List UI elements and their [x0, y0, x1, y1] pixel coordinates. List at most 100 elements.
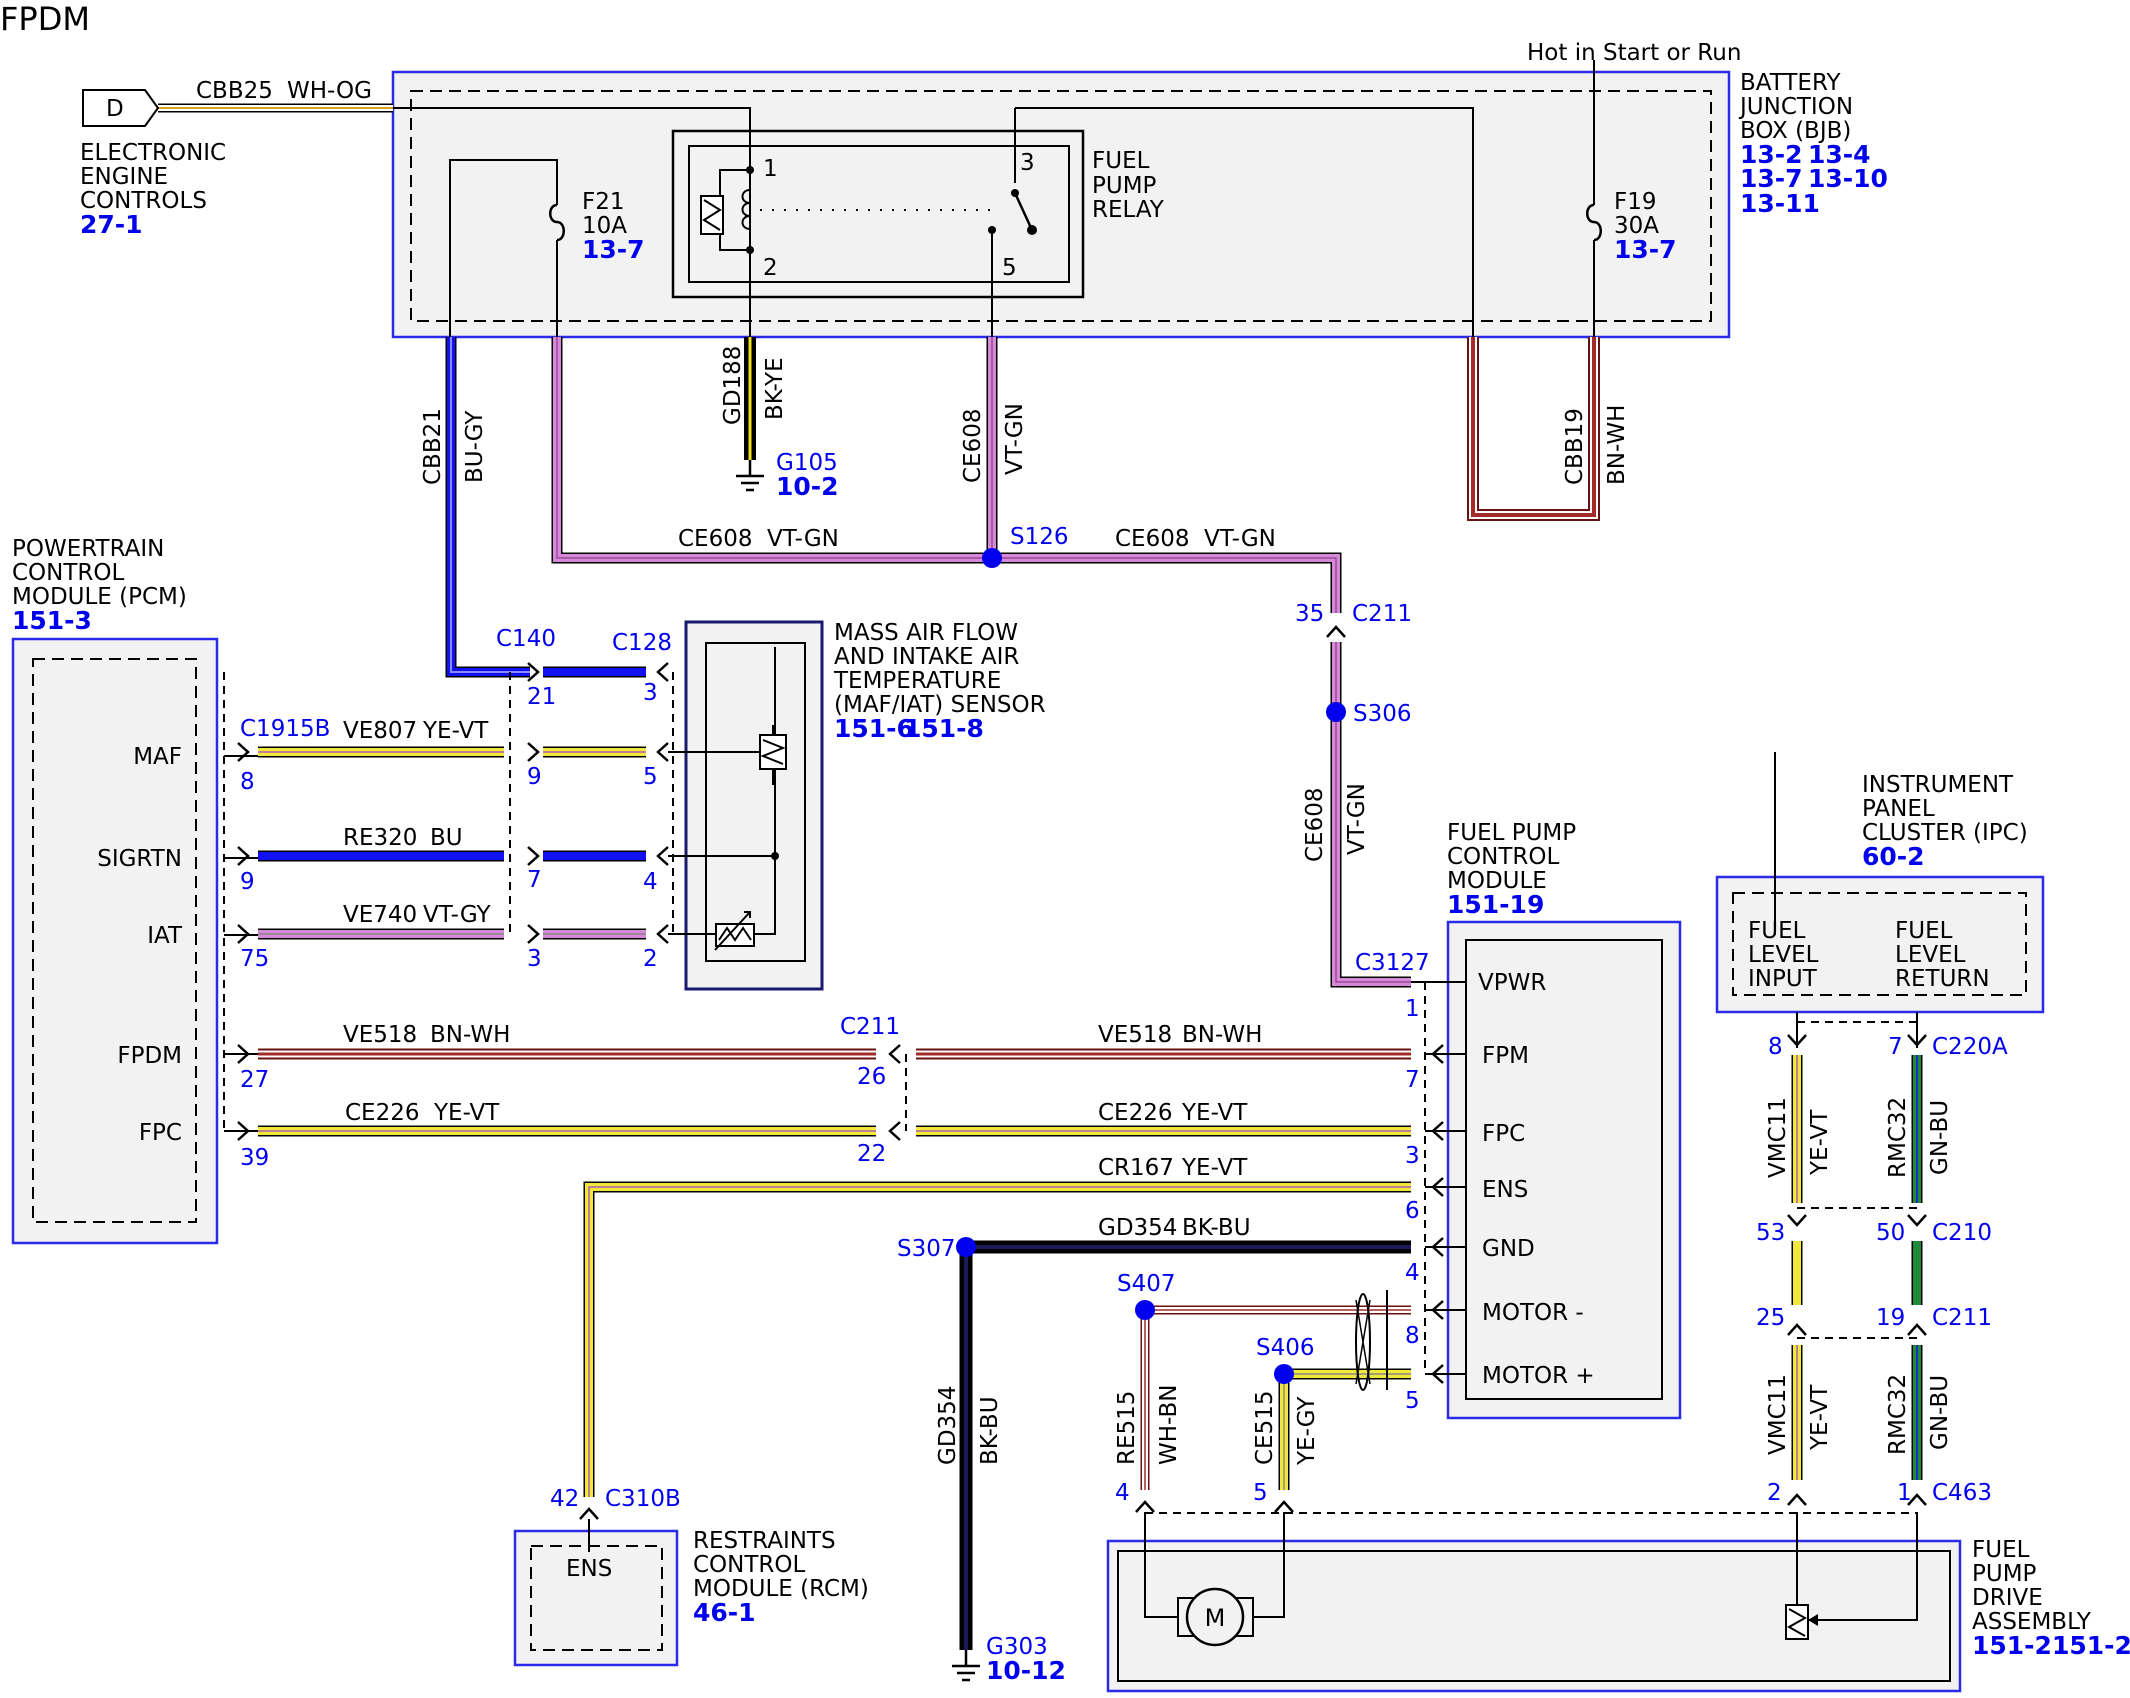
svg-text:2: 2: [643, 946, 658, 972]
svg-text:27-1: 27-1: [80, 210, 143, 239]
svg-text:YE-VT: YE-VT: [1181, 1100, 1248, 1126]
bjb-label: BATTERY JUNCTION BOX (BJB) 13-2 13-4 13-…: [1738, 70, 1888, 218]
relay-box: [671, 129, 1085, 299]
svg-text:AND INTAKE AIR: AND INTAKE AIR: [834, 644, 1019, 670]
svg-text:IAT: IAT: [147, 923, 183, 949]
svg-text:F21: F21: [582, 189, 625, 215]
svg-text:7: 7: [1888, 1034, 1903, 1060]
svg-text:MOTOR +: MOTOR +: [1482, 1363, 1595, 1389]
svg-text:6: 6: [1405, 1198, 1420, 1224]
svg-text:FPM: FPM: [1482, 1043, 1529, 1069]
svg-text:F19: F19: [1614, 189, 1657, 215]
twisted-pair-symbol: [1355, 1293, 1371, 1391]
svg-text:19: 19: [1876, 1305, 1905, 1331]
svg-text:CLUSTER (IPC): CLUSTER (IPC): [1862, 820, 2028, 846]
svg-text:CONTROL: CONTROL: [693, 1552, 806, 1578]
ipc-box: [1715, 875, 2045, 1014]
svg-text:MAF: MAF: [133, 744, 182, 770]
svg-text:S306: S306: [1353, 701, 1412, 727]
svg-text:BU-GY: BU-GY: [462, 410, 488, 483]
fpda-box: [1106, 1539, 1962, 1693]
pcm-label: POWERTRAIN CONTROL MODULE (PCM) 151-3 MA…: [12, 536, 187, 1146]
svg-text:MODULE (RCM): MODULE (RCM): [693, 1576, 869, 1602]
svg-text:BN-WH: BN-WH: [1182, 1022, 1262, 1048]
svg-text:GN-BU: GN-BU: [1927, 1375, 1953, 1450]
pin-number-labels: 21 3 8 9 5 9 7 4 75 3 2 27 26 7 39 22 3 …: [240, 601, 1912, 1512]
fpcm-label: FUEL PUMP CONTROL MODULE 151-19 VPWR FPM…: [1447, 820, 1595, 1389]
rcm-box: [513, 1529, 679, 1667]
svg-text:CBB19: CBB19: [1562, 408, 1588, 485]
svg-text:VE740: VE740: [343, 902, 417, 928]
svg-text:RETURN: RETURN: [1895, 966, 1990, 992]
svg-text:MASS AIR FLOW: MASS AIR FLOW: [834, 620, 1018, 646]
svg-text:FUEL: FUEL: [1092, 148, 1150, 174]
svg-text:PUMP: PUMP: [1092, 173, 1157, 199]
svg-text:27: 27: [240, 1067, 269, 1093]
svg-text:FPDM: FPDM: [117, 1043, 182, 1069]
svg-text:60-2: 60-2: [1862, 842, 1925, 871]
svg-text:C128: C128: [612, 630, 672, 656]
svg-text:WH-OG: WH-OG: [287, 78, 372, 104]
svg-text:BOX (BJB): BOX (BJB): [1740, 118, 1851, 144]
svg-text:FPC: FPC: [1482, 1121, 1525, 1147]
svg-text:CE226: CE226: [1098, 1100, 1173, 1126]
svg-text:INPUT: INPUT: [1748, 966, 1818, 992]
svg-text:3: 3: [527, 946, 542, 972]
svg-text:21: 21: [527, 684, 556, 710]
svg-text:CONTROLS: CONTROLS: [80, 188, 207, 214]
svg-text:VMC11: VMC11: [1765, 1374, 1791, 1455]
svg-text:BK-BU: BK-BU: [1182, 1215, 1251, 1241]
svg-text:13-7: 13-7: [1740, 164, 1803, 193]
ground-symbols: [736, 460, 980, 1682]
svg-text:1: 1: [1405, 996, 1420, 1022]
svg-text:CR167: CR167: [1098, 1155, 1174, 1181]
svg-text:LEVEL: LEVEL: [1895, 942, 1966, 968]
relay-label: FUEL PUMP RELAY 1 2 3 5: [763, 148, 1165, 281]
svg-text:MODULE: MODULE: [1447, 868, 1547, 894]
svg-text:VE807: VE807: [343, 718, 417, 744]
svg-text:VE518: VE518: [1098, 1022, 1172, 1048]
hot-label: Hot in Start or Run: [1527, 40, 1741, 66]
svg-text:VE518: VE518: [343, 1022, 417, 1048]
svg-text:2: 2: [1767, 1480, 1782, 1506]
eec-label: ELECTRONIC ENGINE CONTROLS 27-1: [80, 140, 226, 239]
svg-text:13-4: 13-4: [1808, 140, 1871, 169]
svg-text:MOTOR -: MOTOR -: [1482, 1300, 1584, 1326]
fuse-f19-symbol: [1586, 203, 1602, 242]
svg-text:10A: 10A: [582, 213, 627, 239]
svg-text:39: 39: [240, 1145, 269, 1171]
relay-coil: [700, 166, 1037, 254]
svg-text:VT-GN: VT-GN: [767, 526, 839, 552]
svg-text:TEMPERATURE: TEMPERATURE: [833, 668, 1001, 694]
fpda-label: FUEL PUMP DRIVE ASSEMBLY 151-21 151-22: [1972, 1537, 2130, 1660]
pcm-box: [11, 637, 219, 1245]
svg-text:CONTROL: CONTROL: [12, 560, 125, 586]
svg-text:8: 8: [240, 769, 255, 795]
svg-text:7: 7: [527, 867, 542, 893]
svg-text:VT-GN: VT-GN: [1344, 783, 1370, 855]
svg-text:151-3: 151-3: [12, 606, 92, 635]
svg-text:ENS: ENS: [1482, 1177, 1528, 1203]
svg-text:VT-GY: VT-GY: [423, 902, 491, 928]
svg-text:YE-VT: YE-VT: [1181, 1155, 1248, 1181]
svg-text:DRIVE: DRIVE: [1972, 1585, 2043, 1611]
svg-text:CE608: CE608: [678, 526, 753, 552]
svg-text:8: 8: [1768, 1034, 1783, 1060]
svg-text:S407: S407: [1117, 1271, 1176, 1297]
fuse-f21-label: F21 10A 13-7: [582, 189, 645, 264]
svg-text:3: 3: [1020, 150, 1035, 176]
svg-text:4: 4: [1405, 1260, 1420, 1286]
svg-text:GD354: GD354: [935, 1386, 961, 1465]
vertical-circuit-labels: CBB21 BU-GY GD188 BK-YE CE608 VT-GN CBB1…: [420, 346, 1953, 1466]
svg-text:CONTROL: CONTROL: [1447, 844, 1560, 870]
svg-text:13-7: 13-7: [1614, 235, 1677, 264]
svg-text:3: 3: [643, 680, 658, 706]
svg-text:151-21: 151-21: [1972, 1631, 2069, 1660]
svg-text:10-2: 10-2: [776, 472, 839, 501]
svg-text:9: 9: [527, 764, 542, 790]
svg-text:VPWR: VPWR: [1478, 970, 1546, 996]
svg-text:LEVEL: LEVEL: [1748, 942, 1819, 968]
svg-text:(MAF/IAT) SENSOR: (MAF/IAT) SENSOR: [834, 692, 1046, 718]
rcm-label: RESTRAINTS CONTROL MODULE (RCM) 46-1 ENS: [566, 1528, 869, 1627]
